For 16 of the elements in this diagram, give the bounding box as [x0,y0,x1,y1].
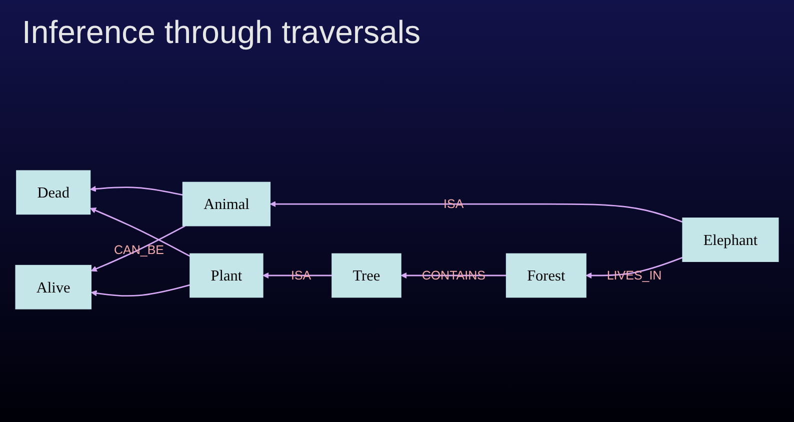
slide-title: Inference through traversals [22,14,420,51]
node-box: Forest [506,253,586,298]
node-box: Tree [332,253,402,298]
node-box: Elephant [682,217,779,262]
arrow [90,225,186,272]
arrow [90,207,190,257]
arrow [262,272,332,278]
edge-label: LIVES_IN [606,268,662,282]
arrow [90,186,183,196]
arrow [90,284,190,296]
node-box: Dead [16,170,91,214]
arrow [586,256,683,278]
node-box: Alive [15,264,92,310]
arrow [270,200,683,222]
node-box: Animal [182,182,271,226]
node-box: Plant [190,253,264,298]
